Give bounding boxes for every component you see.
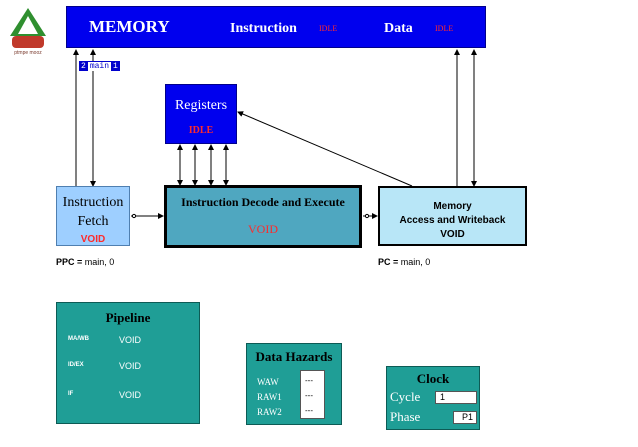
clock-cycle-label: Cycle — [390, 389, 421, 404]
mawb-title-line2: Access and Writeback — [399, 215, 506, 226]
thread-tag: 2 main 1 — [79, 61, 120, 71]
memory-data-status: IDLE — [435, 24, 454, 33]
memory-title: MEMORY — [89, 17, 170, 36]
memory-instruction-status: IDLE — [319, 24, 338, 33]
registers-title: Registers — [174, 98, 228, 113]
decode-execute-unit[interactable]: Instruction Decode and Execute VOID — [164, 185, 362, 248]
hazard-label: RAW2 — [257, 407, 282, 417]
mawb-status: VOID — [440, 229, 465, 240]
ppc-readout: PPC = main, 0 — [56, 257, 114, 267]
data-hazards-panel: Data Hazards WAW RAW1 RAW2 --- --- --- — [246, 343, 342, 425]
decode-status: VOID — [248, 222, 278, 236]
fetch-title-line1: Instruction — [62, 195, 124, 210]
memory-access-writeback-unit[interactable]: Memory Access and Writeback VOID — [378, 186, 527, 246]
pipeline-stage-value: VOID — [119, 335, 142, 345]
pc-value: main, 0 — [400, 257, 431, 267]
registers-unit[interactable]: Registers IDLE — [165, 84, 237, 144]
memory-data-label: Data — [384, 21, 413, 36]
hazard-label: WAW — [257, 377, 279, 387]
pipeline-stage-label: MA/WB — [68, 336, 89, 342]
thread-tag-left-num: 2 — [79, 61, 88, 71]
registers-status: IDLE — [188, 125, 214, 136]
logo-caption: ptmpe mooz — [14, 50, 42, 56]
clock-phase-value[interactable]: P1 — [453, 411, 477, 424]
fetch-status: VOID — [80, 234, 106, 245]
pipeline-stage-label: IF — [68, 391, 74, 397]
pc-readout: PC = main, 0 — [378, 257, 430, 267]
decode-title: Instruction Decode and Execute — [181, 195, 345, 209]
wire-mawb-registers — [237, 111, 413, 187]
hazard-value: --- — [305, 376, 313, 385]
memory-instruction-label: Instruction — [230, 21, 297, 36]
memory-unit[interactable]: MEMORY Instruction IDLE Data IDLE — [66, 6, 486, 48]
hazard-value: --- — [305, 391, 313, 400]
pipeline-stage-label: ID/EX — [68, 362, 84, 368]
pc-label: PC = — [378, 257, 399, 267]
pipeline-stage-value: VOID — [119, 390, 142, 400]
hazard-values-box: --- --- --- — [300, 370, 325, 419]
clock-cycle-value[interactable]: 1 — [435, 391, 477, 404]
mawb-title-line1: Memory — [433, 201, 472, 212]
fetch-title-line2: Fetch — [77, 214, 109, 229]
clock-phase-label: Phase — [390, 409, 421, 424]
clock-panel: Clock Cycle 1 Phase P1 — [386, 366, 480, 430]
pipeline-stage-value: VOID — [119, 361, 142, 371]
hazard-label: RAW1 — [257, 392, 282, 402]
ppc-label: PPC = — [56, 257, 83, 267]
instruction-fetch-unit[interactable]: Instruction Fetch VOID — [56, 186, 130, 246]
thread-tag-name: main — [87, 61, 112, 71]
thread-tag-right-num: 1 — [111, 61, 120, 71]
pipeline-panel: Pipeline MA/WB VOID ID/EX VOID IF VOID — [56, 302, 200, 424]
pipeline-title: Pipeline — [105, 310, 151, 325]
data-hazards-title: Data Hazards — [255, 349, 333, 364]
university-logo-icon — [10, 8, 46, 48]
hazard-value: --- — [305, 406, 313, 415]
clock-title: Clock — [416, 371, 450, 386]
ppc-value: main, 0 — [84, 257, 115, 267]
